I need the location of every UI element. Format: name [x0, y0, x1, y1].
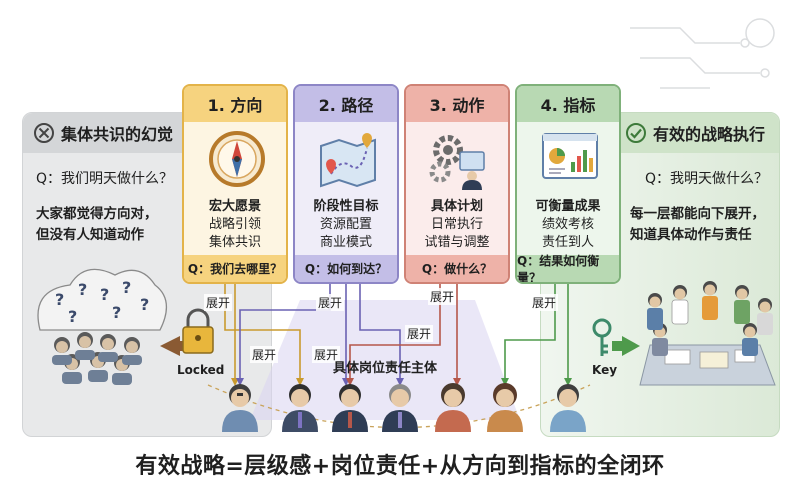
left-arrow-icon	[160, 336, 180, 356]
column-question: Q：如何到达？	[295, 255, 397, 282]
map-route-icon	[320, 133, 376, 188]
responsible-people-row	[222, 383, 586, 432]
column-line-2: 责任到人	[541, 235, 594, 250]
person-7	[550, 384, 586, 432]
column-line-1: 日常执行	[430, 217, 483, 232]
expand-label: 展开	[312, 346, 341, 363]
circuit-decoration	[630, 18, 775, 89]
right-panel-title: 有效的战略执行	[652, 125, 765, 144]
question-mark: ?	[112, 303, 121, 322]
column-title: 具体计划	[430, 199, 483, 214]
expand-label: 展开	[316, 294, 345, 311]
dashboard-icon	[542, 133, 598, 179]
column-header: 4. 指标	[517, 86, 619, 122]
column-line-1: 绩效考核	[541, 217, 594, 232]
locked-label: Locked	[177, 363, 225, 377]
expand-label: 展开	[428, 288, 457, 305]
compass-icon	[209, 131, 265, 187]
gears-worker-icon	[429, 135, 485, 190]
column-question: Q：结果如何衡量？	[517, 254, 619, 282]
check-circle-icon	[625, 123, 646, 143]
person-1	[222, 384, 258, 432]
column-header: 2. 路径	[295, 86, 397, 122]
left-panel-desc-line1: 大家都觉得方向对，	[36, 206, 158, 222]
person-2	[282, 384, 318, 432]
arrow-heads	[231, 378, 572, 386]
right-arrow-icon	[622, 336, 640, 356]
left-panel-question: Q：我们明天做什么？	[36, 171, 174, 187]
column-header: 3. 动作	[406, 86, 508, 122]
column-direction: 1. 方向 宏大愿景 战略引领 集体共识 Q：我们去哪里？	[182, 84, 288, 284]
question-mark: ?	[122, 278, 131, 297]
person-5	[435, 383, 471, 432]
column-metrics: 4. 指标 可衡量成果 绩效考核 责任到人 Q：结果如何衡量？	[515, 84, 621, 284]
person-3	[332, 384, 368, 432]
summary-formula: 有效战略=层级感+岗位责任+从方向到指标的全闭环	[135, 454, 665, 479]
cross-circle-icon	[34, 123, 54, 143]
expand-label: 展开	[204, 294, 233, 311]
action-lines	[349, 284, 458, 380]
question-mark: ?	[140, 295, 149, 314]
person-4	[382, 384, 418, 432]
question-mark: ?	[55, 290, 64, 309]
question-marks: ? ? ? ? ? ? ?	[55, 278, 149, 326]
left-panel-title: 集体共识的幻觉	[61, 125, 174, 144]
column-line-1: 资源配置	[319, 217, 372, 232]
question-mark: ?	[100, 285, 109, 304]
expand-label: 展开	[530, 294, 559, 311]
column-line-2: 商业模式	[319, 235, 372, 250]
question-mark: ?	[68, 307, 77, 326]
column-title: 阶段性目标	[313, 199, 379, 214]
padlock-icon	[182, 308, 214, 354]
confused-crowd-illustration	[37, 268, 167, 385]
column-line-2: 集体共识	[208, 235, 261, 250]
column-header: 1. 方向	[184, 86, 286, 122]
expand-label: 展开	[250, 346, 279, 363]
column-question: Q：我们去哪里？	[184, 255, 286, 282]
metric-lines	[504, 284, 569, 380]
right-panel-desc-line2: 知道具体动作与责任	[630, 227, 752, 243]
expand-label: 展开	[405, 325, 434, 342]
column-title: 宏大愿景	[208, 199, 261, 214]
person-6	[487, 383, 523, 432]
left-panel-desc-line2: 但没有人知道动作	[36, 227, 144, 243]
column-action: 3. 动作 具体计划 日常执行 试错与调整 Q：做什么？	[404, 84, 510, 284]
key-label: Key	[592, 363, 618, 377]
responsibility-subject-label: 具体岗位责任主体	[332, 361, 437, 376]
column-path: 2. 路径 阶段性目标 资源配置 商业模式 Q：如何到达？	[293, 84, 399, 284]
column-line-2: 试错与调整	[424, 235, 490, 250]
column-title: 可衡量成果	[535, 199, 601, 214]
column-question: Q：做什么？	[406, 255, 508, 282]
right-panel-question: Q：我明天做什么？	[645, 171, 769, 187]
right-arrow-shaft	[612, 341, 624, 351]
team-working-illustration	[639, 281, 776, 386]
right-panel-desc-line1: 每一层都能向下展开，	[630, 206, 765, 222]
dashed-loop-arc	[207, 384, 591, 429]
column-line-1: 战略引领	[208, 217, 261, 232]
key-icon	[592, 318, 612, 356]
question-mark: ?	[78, 280, 87, 299]
